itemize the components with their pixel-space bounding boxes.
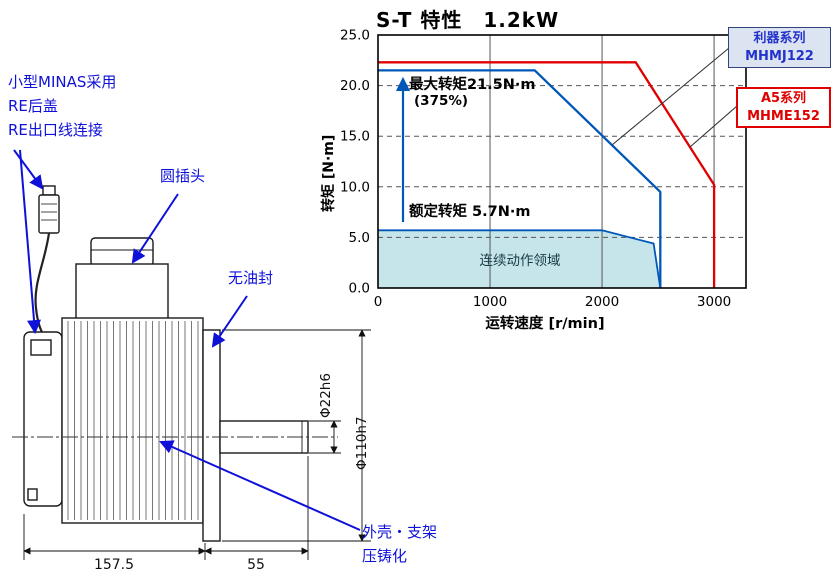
motor-body	[61, 317, 204, 524]
chart-plot: 0.0 5.0 10.0 15.0 20.0 25.0 0 1000 2000 3000	[340, 28, 746, 310]
legend-series-name: 利器系列	[753, 30, 806, 46]
x-tick-label: 2000	[585, 294, 619, 310]
y-tick-label: 5.0	[349, 230, 370, 246]
y-axis-title: 转矩 [N·m]	[321, 134, 337, 212]
encoder-cable	[34, 232, 51, 343]
leader-re-connector	[13, 149, 44, 190]
max-torque-label: 最大转矩21.5N·m	[409, 77, 536, 93]
leader-re-cover	[19, 149, 41, 335]
x-tick-label: 0	[374, 294, 383, 310]
motor-drawing	[12, 185, 338, 542]
note-minas-re-cover: 小型MINAS采用 RE后盖 RE出口线连接	[8, 73, 117, 139]
leader-no-oil-seal	[211, 295, 248, 348]
cable-inlet	[30, 339, 52, 356]
round-plug	[90, 237, 154, 267]
max-torque-percent: (375%)	[414, 93, 469, 109]
continuous-region	[378, 230, 661, 288]
curve-mhmj122	[378, 69, 662, 288]
y-tick-label: 10.0	[340, 179, 370, 195]
leader-housing	[159, 440, 361, 531]
dim-flange-dia-label: Φ110h7	[354, 416, 370, 470]
dim-body-length-label: 157.5	[94, 557, 134, 573]
y-tick-label: 25.0	[340, 28, 370, 44]
motor-fins	[67, 321, 199, 520]
y-tick-label: 20.0	[340, 78, 370, 94]
x-tick-label: 3000	[697, 294, 731, 310]
y-tick-label: 15.0	[340, 129, 370, 145]
rated-torque-label: 额定转矩 5.7N·m	[409, 204, 531, 220]
label-round-plug: 圆插头	[160, 167, 206, 185]
encoder-rear-cover	[23, 331, 63, 507]
dim-shaft-dia-label: Φ22h6	[318, 373, 334, 418]
flange	[202, 329, 221, 542]
chart-title: S-T 特性 1.2kW	[376, 8, 560, 32]
cable-connector-tip	[42, 185, 56, 196]
legend-model: MHME152	[747, 108, 820, 124]
legend-mhme152: A5系列 MHME152	[736, 87, 831, 128]
cover-screw	[27, 488, 38, 501]
legend-model: MHMJ122	[745, 48, 814, 64]
legend-series-name: A5系列	[760, 90, 807, 106]
y-tick-label: 0.0	[349, 281, 370, 297]
x-axis-title: 运转速度 [r/min]	[485, 316, 605, 332]
x-tick-label: 1000	[473, 294, 507, 310]
connector-housing	[75, 263, 169, 320]
leader-round-plug	[131, 193, 179, 264]
legend-leader-blue	[611, 47, 730, 146]
continuous-region-border	[378, 229, 662, 289]
label-housing-diecast: 外壳・支架 压铸化	[362, 523, 438, 565]
legend-leader-red	[689, 105, 738, 148]
cable-connector	[38, 194, 60, 234]
plot-border	[377, 34, 747, 289]
label-no-oil-seal: 无油封	[228, 269, 274, 287]
callout-leaders	[13, 149, 361, 531]
curve-mhme152	[378, 61, 716, 288]
chart-frame	[377, 34, 747, 289]
continuous-region-label: 连续动作领域	[479, 253, 561, 269]
dim-shaft-length-label: 55	[247, 557, 265, 573]
legend-mhmj122: 利器系列 MHMJ122	[728, 27, 831, 68]
dimensions: 157.5 55 Φ22h6 Φ110h7	[23, 329, 371, 573]
